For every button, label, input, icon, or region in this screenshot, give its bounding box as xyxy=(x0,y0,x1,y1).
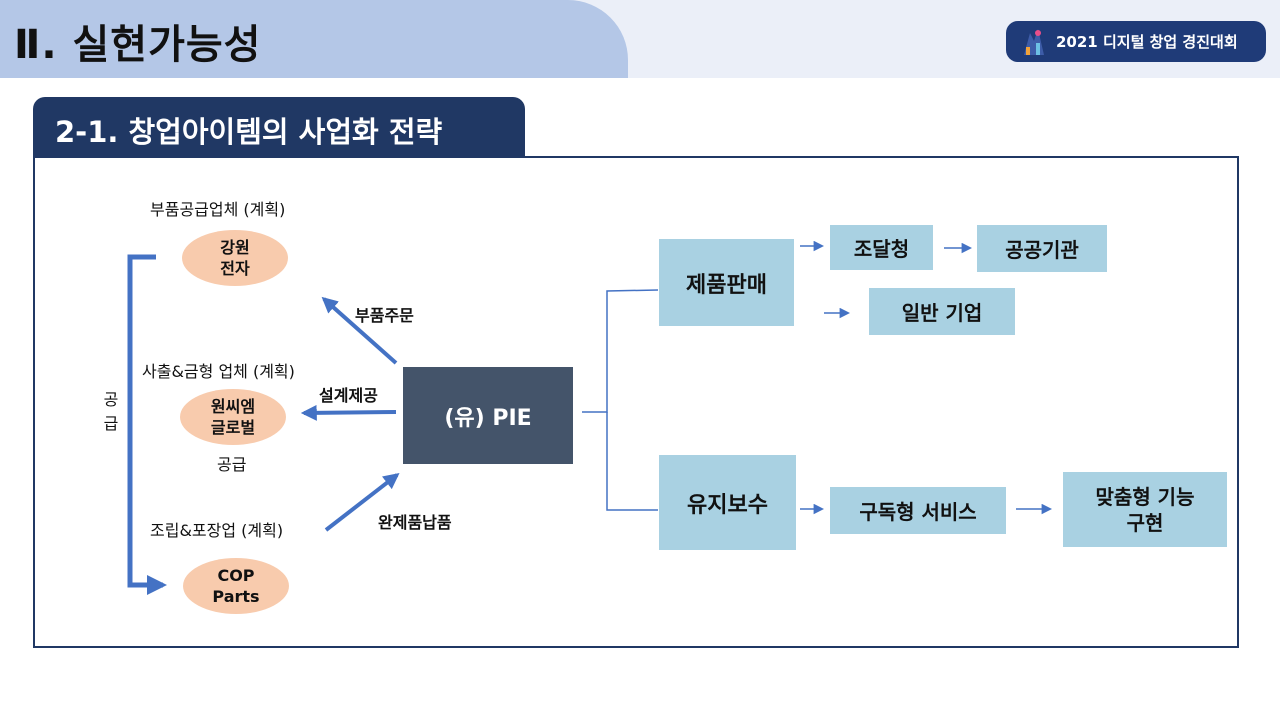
subscription-node: 구독형 서비스 xyxy=(830,487,1006,534)
procurement-label: 조달청 xyxy=(853,237,910,261)
public-node: 공공기관 xyxy=(977,225,1107,272)
parts-supplier-name: 강원 전자 xyxy=(220,238,250,278)
maintenance-label: 유지보수 xyxy=(687,492,768,518)
assembly-supplier-name: COP Parts xyxy=(212,566,260,606)
branch-connector-lower xyxy=(606,412,658,511)
general-node: 일반 기업 xyxy=(869,288,1015,335)
supply-bracket xyxy=(127,254,167,595)
supply-vertical-label: 공급 xyxy=(103,390,119,433)
mold-supply-label: 공급 xyxy=(217,455,247,474)
strategy-diagram-frame xyxy=(33,156,1239,648)
event-logo-icon xyxy=(1024,28,1044,55)
subscription-label: 구독형 서비스 xyxy=(859,500,977,524)
parts-supplier-node: 강원 전자 xyxy=(182,230,288,286)
maintenance-node: 유지보수 xyxy=(659,455,796,550)
sales-label: 제품판매 xyxy=(686,272,767,298)
custom-feature-node: 맞춤형 기능 구현 xyxy=(1063,472,1227,547)
page-title: Ⅱ. 실현가능성 xyxy=(14,22,262,68)
public-label: 공공기관 xyxy=(1005,238,1079,262)
branch-connector xyxy=(582,289,659,413)
parts-order-label: 부품주문 xyxy=(355,306,414,325)
title-tab xyxy=(0,0,628,78)
custom-feature-label: 맞춤형 기능 구현 xyxy=(1095,484,1195,535)
company-node: (유) PIE xyxy=(403,367,573,464)
design-label: 설계제공 xyxy=(319,386,378,405)
event-badge-label: 2021 디지털 창업 경진대회 xyxy=(1056,33,1238,51)
arrow-delivery xyxy=(324,473,400,532)
delivery-label: 완제품납품 xyxy=(378,513,452,532)
mold-supplier-caption: 사출&금형 업체 (계획) xyxy=(142,362,295,381)
mold-supplier-node: 원씨엠 글로벌 xyxy=(180,389,286,445)
section-title: 2-1. 창업아이템의 사업화 전략 xyxy=(33,97,525,157)
company-name: (유) PIE xyxy=(444,405,532,431)
assembly-supplier-caption: 조립&포장업 (계획) xyxy=(150,521,284,540)
mold-supplier-name: 원씨엠 글로벌 xyxy=(210,397,256,437)
arrow-parts-order xyxy=(321,296,398,365)
event-badge: 2021 디지털 창업 경진대회 xyxy=(1006,21,1266,62)
arrow-design xyxy=(300,404,397,421)
sales-node: 제품판매 xyxy=(659,239,794,326)
assembly-supplier-node: COP Parts xyxy=(183,558,289,614)
procurement-node: 조달청 xyxy=(830,225,933,270)
general-label: 일반 기업 xyxy=(901,301,983,325)
parts-supplier-caption: 부품공급업체 (계획) xyxy=(150,200,286,219)
